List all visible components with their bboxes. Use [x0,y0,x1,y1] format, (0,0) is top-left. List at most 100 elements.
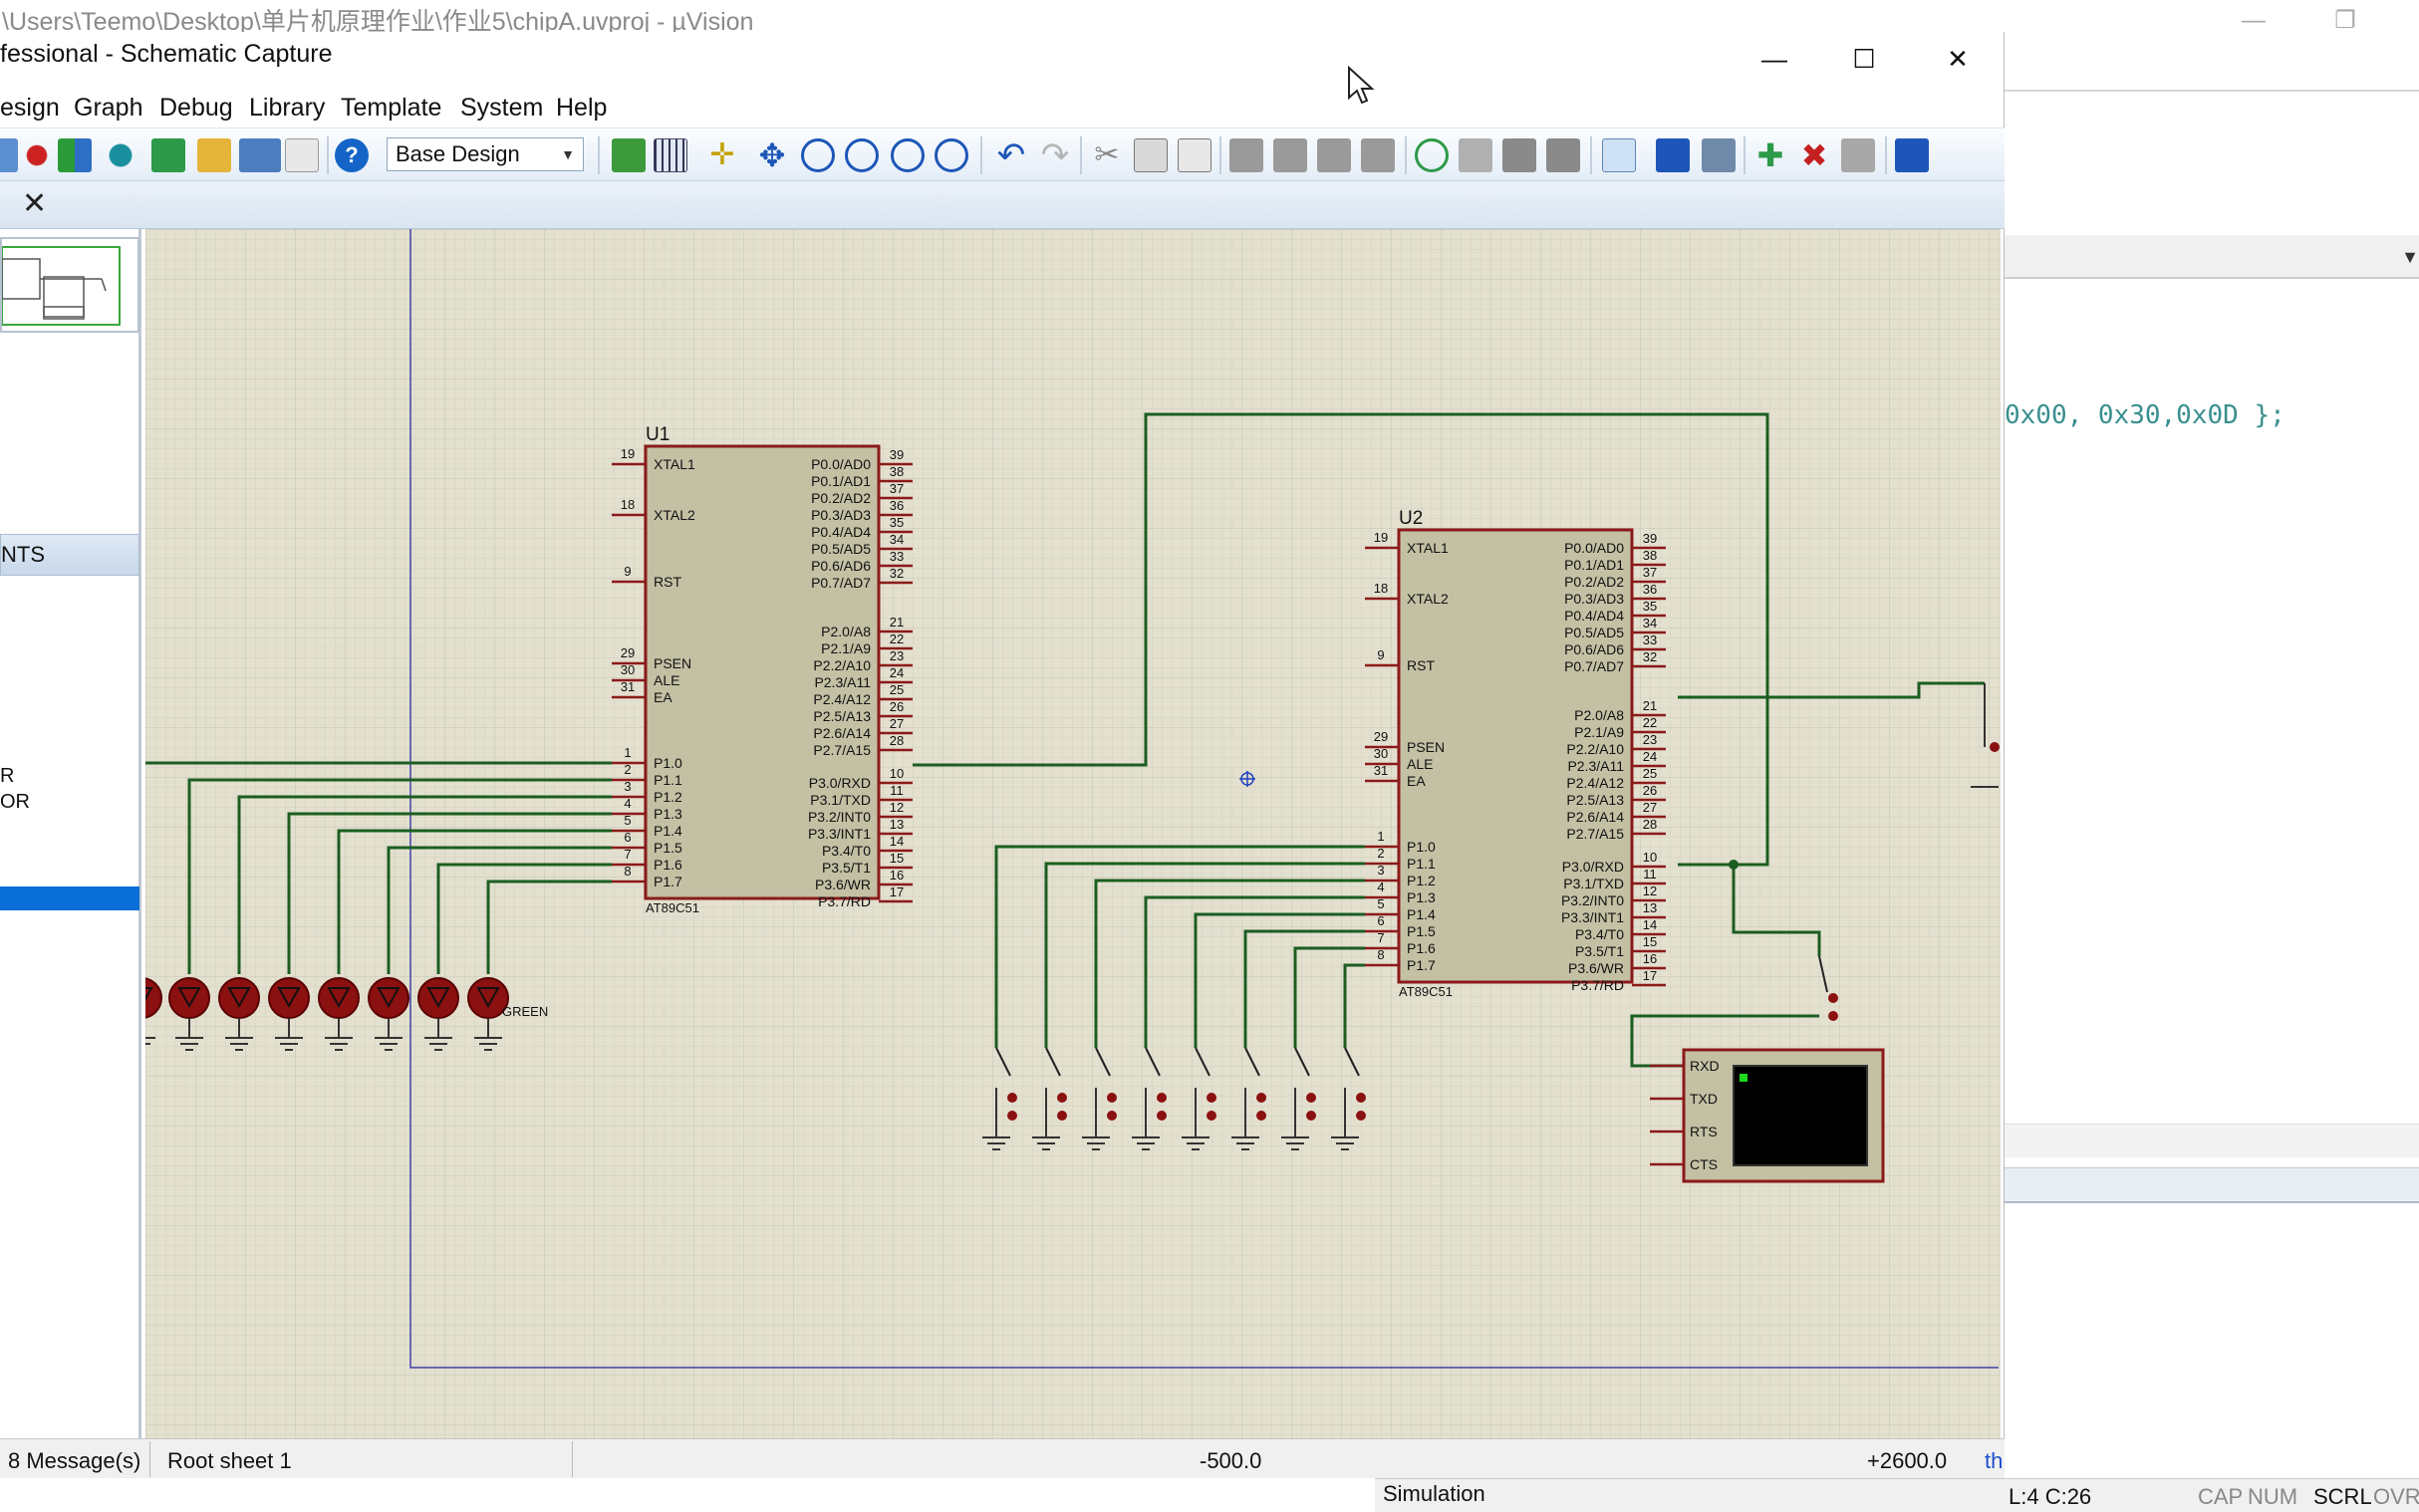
switch-contact [1207,1093,1216,1103]
undo-icon[interactable]: ↶ [996,136,1026,174]
block-rotate-icon[interactable] [1317,138,1351,172]
device-item[interactable]: R [0,765,15,787]
packaging-icon[interactable] [1502,138,1536,172]
remove-sheet-icon[interactable]: ✖ [1800,137,1828,173]
u1-pin-name: P2.6/A14 [813,725,871,741]
uvision-panel-header [2005,1167,2419,1203]
zoom-out-icon[interactable] [845,138,879,172]
u2-pin-number: 36 [1643,582,1657,597]
serial-wire [913,412,1769,867]
led [417,977,459,1019]
make-device-icon[interactable] [1459,138,1492,172]
minimize-icon[interactable]: — [1761,44,1787,74]
tool-icon[interactable] [0,138,18,172]
u1-pin-number: 6 [624,830,631,845]
u2-pin-name: P3.1/TXD [1563,876,1624,891]
switch-contact [1057,1093,1067,1103]
menu-template[interactable]: Template [341,94,442,122]
menu-library[interactable]: Library [249,94,326,122]
u1-pin-number: 2 [624,762,631,777]
redo-icon[interactable]: ↷ [1040,136,1070,174]
led-symbol [277,987,301,1009]
code-line[interactable]: 0x00, 0x30,0x0D }; [2005,400,2285,430]
wire-autorouter-icon[interactable] [1602,138,1636,172]
device-item[interactable]: OR [0,791,30,813]
u2-pin-number: 24 [1643,749,1657,764]
menu-design[interactable]: esign [0,94,60,122]
chip-icon[interactable] [20,138,54,172]
search-component-icon[interactable] [104,138,137,172]
toolbar-separator [1744,136,1746,174]
u1-pin-name: P0.0/AD0 [811,456,871,472]
overview-window[interactable] [0,237,139,333]
cursor-position: L:4 C:26 [2009,1484,2092,1509]
uvision-scrollbar[interactable] [2005,1124,2419,1157]
p1-wire [287,812,612,974]
toolbar-separator [1080,136,1082,174]
p2-wire [1678,681,1985,699]
device-item-selected[interactable] [0,886,139,910]
cost-icon[interactable] [197,138,231,172]
u1-pin-number: 32 [890,566,904,581]
proteus-window: fessional - Schematic Capture — ☐ ✕ esig… [0,32,2005,1478]
design-select[interactable]: Base Design▼ [387,137,584,171]
zoom-in-icon[interactable] [801,138,835,172]
zoom-all-icon[interactable] [891,138,925,172]
p1-switch-wire [1194,912,1365,1048]
uvision-minimize-icon[interactable]: — [2242,7,2266,34]
cut-icon[interactable]: ✂ [1094,138,1120,171]
block-delete-icon[interactable] [1361,138,1395,172]
pick-device-icon[interactable] [1415,138,1449,172]
u2-pin-number: 11 [1643,867,1657,882]
u1-pin-number: 25 [890,682,904,697]
u1-pin-name: P0.3/AD3 [811,507,871,523]
electrical-rule-check-icon[interactable] [1895,138,1929,172]
u2-pin-number: 31 [1374,763,1388,778]
switch-contact [1007,1111,1017,1121]
paste-icon[interactable] [1178,138,1211,172]
close-icon[interactable]: ✕ [1947,44,1969,74]
bom-icon[interactable] [151,138,185,172]
exit-to-parent-icon[interactable] [1841,138,1875,172]
uvision-restore-icon[interactable]: ❐ [2334,7,2356,34]
u2-pin-name: P3.2/INT0 [1561,892,1624,908]
menu-help[interactable]: Help [556,94,608,122]
property-assignment-icon[interactable] [1702,138,1736,172]
block-move-icon[interactable] [1273,138,1307,172]
menu-system[interactable]: System [460,94,544,122]
grid-icon[interactable] [654,138,687,172]
menu-debug[interactable]: Debug [159,94,233,122]
back-icon[interactable] [58,138,92,172]
new-sheet-icon[interactable]: ✚ [1756,137,1784,173]
led [168,977,210,1019]
uvision-title: \Users\Teemo\Desktop\单片机原理作业\作业5\chipA.u… [2,8,754,36]
uvision-editor-area: ▼ 0x00, 0x30,0x0D }; [2005,32,2419,1512]
scrl-indicator: SCRL [2313,1484,2372,1509]
help-icon[interactable]: ? [335,138,369,172]
copy-icon[interactable] [1134,138,1168,172]
refresh-icon[interactable] [612,138,646,172]
u1-pin-number: 26 [890,699,904,714]
binary-icon[interactable] [239,138,281,172]
origin-icon[interactable]: ✛ [709,138,735,171]
toolbar: ? Base Design▼ ✛ ✥ ↶ ↷ ✂ [0,127,2005,181]
divider [149,1441,150,1477]
message-count[interactable]: 8 Message(s) [8,1448,141,1473]
pan-icon[interactable]: ✥ [758,137,786,173]
zoom-area-icon[interactable] [935,138,968,172]
menu-graph[interactable]: Graph [74,94,143,122]
u1-pin-number: 29 [621,645,635,660]
block-copy-icon[interactable] [1229,138,1263,172]
u1-pin-name: P1.4 [654,823,682,839]
tab-dropdown-icon[interactable]: ▼ [2401,247,2419,267]
document-icon[interactable] [285,138,319,172]
u1-pin-name: P3.6/WR [815,877,871,892]
tab-close-icon[interactable]: ✕ [22,187,48,220]
search-tag-icon[interactable] [1656,138,1690,172]
schematic-svg[interactable]: U1AT89C5119XTAL118XTAL29RST29PSEN30ALE31… [145,229,2001,1438]
u1-pin-name: P2.5/A13 [813,708,871,724]
maximize-icon[interactable]: ☐ [1852,44,1876,74]
u1-pin-name: P3.3/INT1 [808,826,871,842]
decompose-icon[interactable] [1546,138,1580,172]
